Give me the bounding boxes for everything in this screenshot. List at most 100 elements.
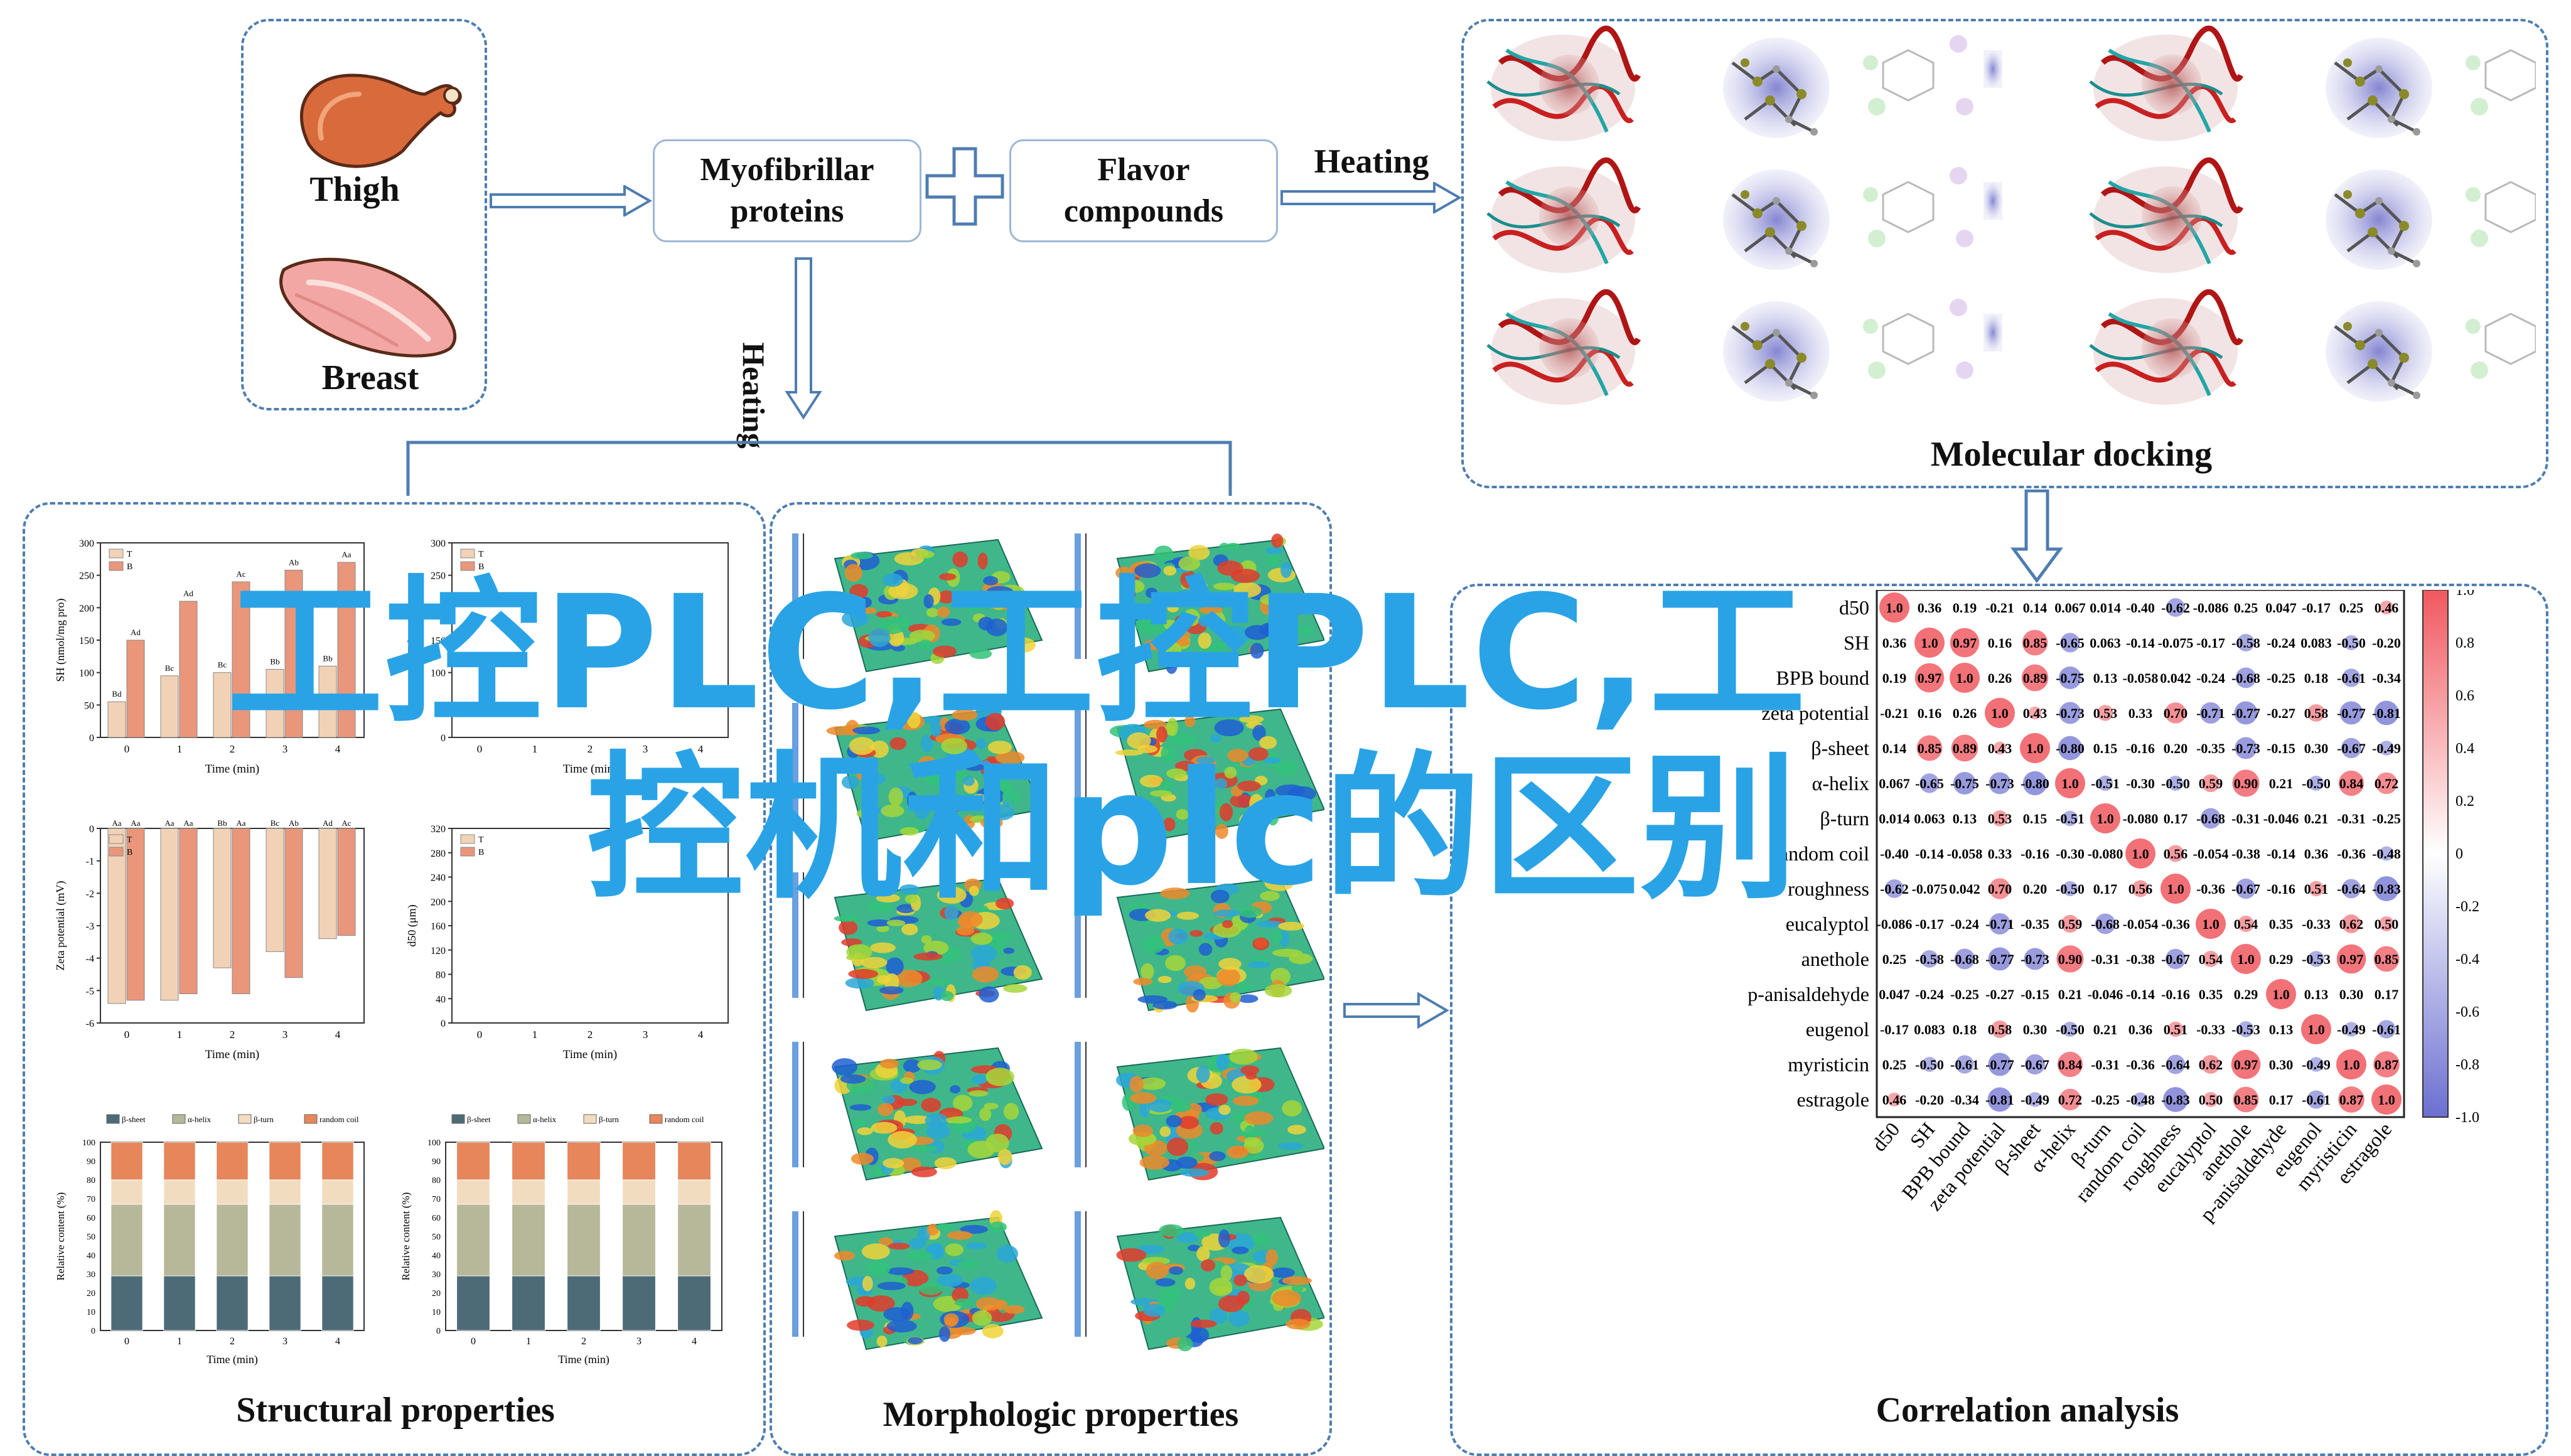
surface-peak (876, 925, 889, 933)
surface-peak (956, 925, 975, 936)
x-tick-label: 1 (177, 1336, 182, 1347)
surface-peak (876, 1336, 888, 1347)
legend-swatch (460, 561, 475, 571)
surface-peak (975, 1297, 1002, 1311)
correlation-circle (2167, 845, 2184, 862)
correlation-value: -0.71 (2196, 705, 2225, 721)
correlation-value: 0.30 (2023, 1022, 2048, 1037)
row-label: d50 (1839, 596, 1869, 619)
surface-peak (1138, 1077, 1166, 1090)
surface-peak (834, 915, 861, 922)
correlation-value: -0.73 (2021, 951, 2049, 967)
surface-peak (907, 1337, 923, 1344)
correlation-circle (2374, 700, 2399, 725)
correlation-value: 0.54 (2199, 951, 2223, 967)
x-tick-label: 0 (124, 1029, 130, 1041)
correlation-circle (2024, 1054, 2046, 1075)
correlation-value: -0.50 (2056, 1022, 2085, 1037)
surface-peak (1137, 745, 1157, 754)
bar (126, 828, 145, 1001)
surface-peak (1184, 715, 1196, 727)
bar (266, 669, 284, 738)
surface (832, 1047, 1043, 1181)
row-label: β-sheet (1811, 737, 1869, 759)
bar (232, 828, 250, 994)
legend-label: random coil (665, 1115, 704, 1124)
surface-peak (1004, 1305, 1025, 1314)
significance-letter: Aa (341, 550, 351, 559)
y-tick-label: 10 (87, 1308, 95, 1317)
legend-swatch (304, 1114, 318, 1124)
correlation-value: -0.25 (1950, 987, 1979, 1002)
surface-peak (1286, 1319, 1311, 1330)
surface-peak (1225, 542, 1241, 551)
surface-peak (855, 1296, 876, 1307)
surface-peak (965, 1242, 987, 1250)
stack-segment (163, 1204, 196, 1277)
surface-peak (896, 904, 916, 914)
legend-label: B (478, 562, 484, 572)
correlation-value: -0.75 (2056, 670, 2085, 686)
y-tick-label: 50 (84, 700, 94, 711)
correlation-value: -0.33 (2302, 916, 2331, 932)
surface-peak (1238, 906, 1263, 918)
y-tick-label: 100 (427, 1138, 441, 1148)
correlation-value: 0.17 (2375, 987, 2399, 1002)
y-tick-label: 0 (89, 733, 94, 744)
correlation-circle (2057, 1051, 2083, 1078)
correlation-value: 0.87 (2339, 1092, 2364, 1108)
y-tick-label: 150 (431, 636, 446, 646)
surface-peak (877, 1103, 894, 1116)
y-axis-label: Relative content (%) (55, 1192, 67, 1281)
surface-peak (943, 824, 959, 832)
bar (107, 828, 126, 1004)
surface-peak (958, 911, 983, 928)
correlation-value: 0.067 (2054, 600, 2086, 616)
surface-peak (876, 611, 893, 618)
correlation-value: 0.87 (2375, 1057, 2399, 1073)
correlation-value: 0.20 (2023, 881, 2048, 897)
significance-letter: Bb (270, 657, 279, 666)
correlation-circle (2307, 704, 2325, 722)
surface-peak (899, 1157, 921, 1172)
correlation-value: -0.58 (2231, 635, 2260, 651)
color-scale (1075, 533, 1081, 659)
surface-peak (871, 1121, 898, 1134)
correlation-value: 0.067 (1879, 776, 1910, 791)
surface-peak (1011, 607, 1024, 622)
y-tick-label: 30 (432, 1270, 441, 1280)
surface-peak (913, 953, 943, 961)
correlation-value: 0.46 (1882, 1092, 1907, 1108)
surface-peak (1278, 921, 1304, 931)
surface-peak (938, 573, 957, 581)
legend-label: B (127, 562, 132, 572)
surface (826, 704, 1043, 842)
surface-peak (867, 919, 892, 927)
correlation-circle (2308, 881, 2324, 897)
correlation-value: -0.51 (2091, 776, 2120, 791)
legend-swatch (106, 1114, 120, 1124)
surface-peak (926, 608, 939, 618)
x-tick-label: 4 (335, 1029, 341, 1041)
significance-letter: Aa (183, 818, 193, 828)
correlation-value: -0.27 (2267, 705, 2295, 721)
color-scale (1075, 872, 1081, 998)
surface-peak (1280, 562, 1292, 578)
correlation-value: 0.14 (2023, 600, 2048, 616)
correlation-value: 0.21 (2304, 811, 2329, 827)
surface-peak (985, 1068, 1014, 1086)
surface-peak (1213, 909, 1241, 918)
arrow-meat-to-protein (490, 185, 653, 217)
correlation-circle (2341, 737, 2362, 759)
correlation-circle (1989, 878, 2010, 899)
correlation-circle (1916, 735, 1943, 761)
bar (213, 828, 232, 968)
correlation-value: 0.84 (2058, 1057, 2083, 1073)
surface-peak (1221, 920, 1233, 928)
surface-peak (954, 1298, 972, 1307)
surface-peak (1160, 887, 1190, 899)
bar (126, 640, 145, 738)
surface-peak (1184, 1278, 1196, 1290)
correlation-circle (1953, 772, 1976, 795)
